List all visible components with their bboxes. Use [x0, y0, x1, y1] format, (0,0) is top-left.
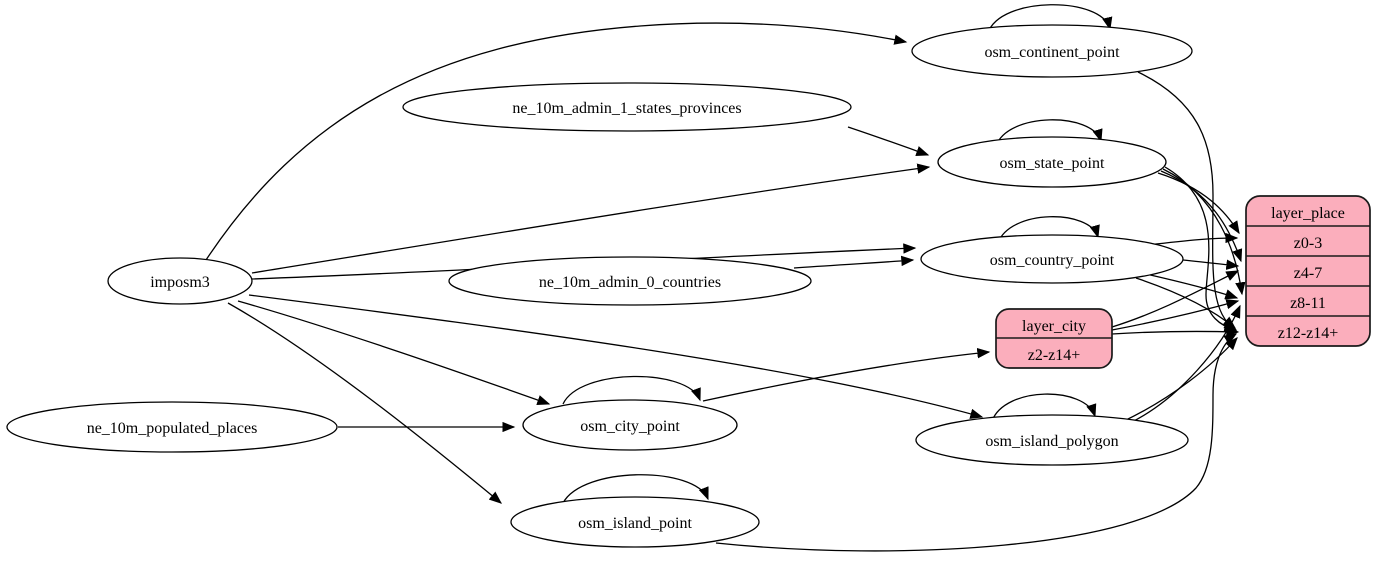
node-state-shape [937, 136, 1167, 188]
node-country-shape [920, 234, 1184, 284]
node-state-label: osm_state_point [1000, 155, 1105, 172]
node-city-shape [522, 399, 738, 451]
loop-osm_continent_point [987, 4, 1113, 34]
node-continent-label: osm_continent_point [984, 44, 1120, 61]
node-osm_state_point: osm_state_point [937, 136, 1167, 188]
loop-osm_state_point [995, 119, 1103, 147]
node-osm_island_polygon: osm_island_polygon [915, 414, 1189, 466]
edge-osm_country_point-z12-z14 [1135, 277, 1237, 329]
record-layer_city-title: layer_city [1022, 318, 1086, 335]
loop-osm_country_point [997, 216, 1100, 244]
node-nepop-shape [6, 401, 338, 453]
node-ne0-shape [448, 256, 812, 306]
record-layer_place: layer_place z0-3 z4-7 z8-11 z12-z14+ [1245, 195, 1371, 347]
record-layer_place-row-z0-3: z0-3 [1294, 235, 1322, 252]
edge-osm_island_polygon-z8-11 [1129, 304, 1241, 424]
node-imposm3: imposm3 [107, 257, 253, 305]
node-ne_10m_populated_places: ne_10m_populated_places [6, 401, 338, 453]
edge-imposm3-osm_continent_point [205, 22, 908, 261]
record-layer_place-box [1245, 195, 1371, 347]
record-layer_place-row-z4-7: z4-7 [1294, 265, 1322, 282]
node-ne0-label: ne_10m_admin_0_countries [539, 274, 721, 291]
edge-imposm3-osm_island_point [227, 302, 503, 504]
loop-osm_island_point [562, 474, 709, 504]
edge-imposm3-osm_state_point [251, 163, 931, 274]
loop-osm_city_point [562, 375, 701, 405]
node-imposm3-shape [107, 257, 253, 305]
node-islandpt-shape [510, 496, 760, 548]
edge-ne1-osm_state_point [847, 126, 930, 156]
node-city-label: osm_city_point [580, 418, 680, 435]
record-layer_city: layer_city z2-z14+ [995, 308, 1113, 369]
node-islandpoly-label: osm_island_polygon [985, 433, 1118, 450]
edge-osm_country_point-z8-11 [1145, 273, 1239, 300]
edges [205, 4, 1246, 552]
edge-osm_state_point-z12-z14 [1164, 166, 1238, 333]
node-islandpt-label: osm_island_point [578, 515, 692, 532]
edge-ne0-osm_country_point [793, 255, 915, 269]
node-osm_country_point: osm_country_point [920, 234, 1184, 284]
node-ne1-shape [402, 82, 852, 132]
record-layer_city-row-z2-z14: z2-z14+ [1028, 347, 1081, 364]
loop-osm_island_polygon [991, 393, 1097, 422]
edge-imposm3-osm_island_polygon [248, 294, 984, 419]
record-layer_place-title: layer_place [1271, 205, 1345, 222]
node-imposm3-label: imposm3 [150, 274, 210, 291]
edge-osm_city_point-layer_city [702, 348, 991, 402]
edge-osm_country_point-z0-3 [1147, 232, 1239, 246]
edge-osm_state_point-z8-11 [1162, 168, 1246, 296]
edge-layer_city-z8-11 [1111, 299, 1240, 331]
record-layer_place-row-z12-z14: z12-z14+ [1278, 325, 1339, 342]
edge-osm_state_point-z4-7 [1160, 170, 1243, 263]
node-continent-shape [911, 24, 1193, 78]
edge-osm_continent_point-z12-z14 [1137, 71, 1238, 331]
record-layer_place-row-z8-11: z8-11 [1290, 295, 1326, 312]
node-ne_10m_admin_1_states_provinces: ne_10m_admin_1_states_provinces [402, 82, 852, 132]
edge-osm_island_polygon-z12-z14 [1123, 337, 1238, 422]
edge-imposm3-osm_city_point [237, 300, 551, 405]
node-country-label: osm_country_point [990, 252, 1115, 269]
edge-osm_island_point-z12-z14 [715, 333, 1238, 552]
node-ne1-label: ne_10m_admin_1_states_provinces [512, 100, 741, 117]
node-ne_10m_admin_0_countries: ne_10m_admin_0_countries [448, 256, 812, 306]
edge-layer_city-z12-z14 [1111, 326, 1240, 337]
node-islandpoly-shape [915, 414, 1189, 466]
node-osm_island_point: osm_island_point [510, 496, 760, 548]
node-osm_continent_point: osm_continent_point [911, 24, 1193, 78]
edge-osm_state_point-z0-3 [1157, 172, 1240, 235]
node-osm_city_point: osm_city_point [522, 399, 738, 451]
node-nepop-label: ne_10m_populated_places [87, 420, 258, 437]
edge-osm_country_point-z4-7 [1182, 259, 1240, 270]
edge-layer_city-z4-7 [1111, 270, 1240, 328]
